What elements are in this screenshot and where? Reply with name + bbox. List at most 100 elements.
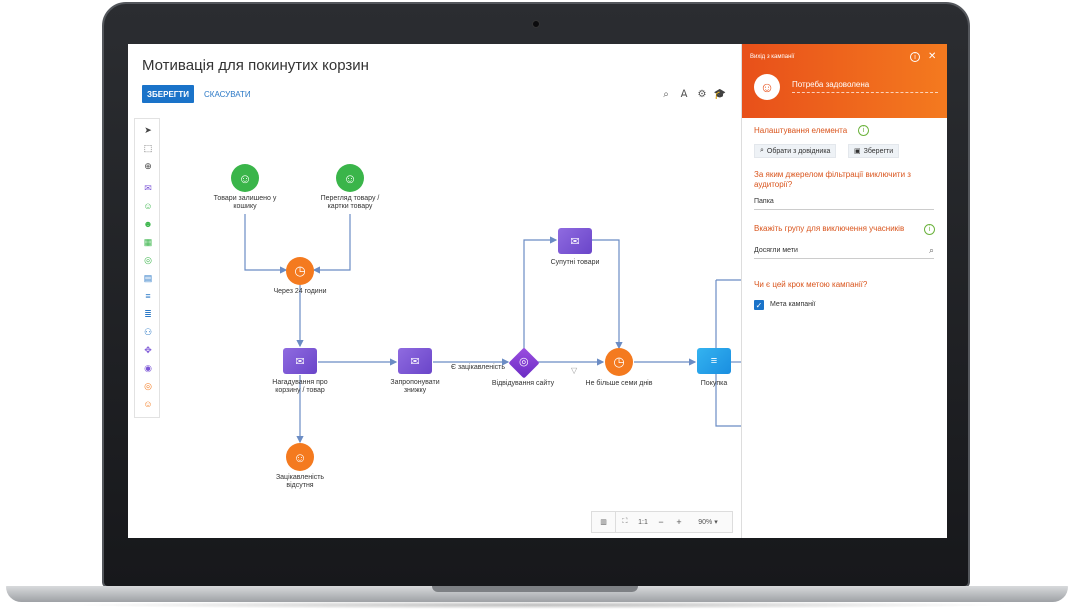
- list-add-icon[interactable]: ≡: [145, 291, 151, 301]
- question-filter-source: За яким джерелом фільтрації виключити з …: [754, 170, 911, 189]
- clock-icon: ◷: [613, 354, 625, 369]
- panel-save-button[interactable]: ▣Зберегти: [848, 144, 900, 158]
- node-reminder[interactable]: ✉: [283, 348, 317, 374]
- filter-icon[interactable]: ▽: [571, 366, 578, 375]
- calendar-icon[interactable]: ▦: [143, 236, 153, 247]
- node-week-label: Не більше семи днів: [585, 380, 653, 387]
- cancel-button[interactable]: СКАСУВАТИ: [204, 90, 251, 99]
- flow-connectors: ▽: [244, 214, 741, 444]
- name-underline: [792, 92, 938, 93]
- text-icon[interactable]: 𝖠: [680, 88, 688, 100]
- node-purchase-label: Покупка: [700, 380, 728, 387]
- edge-cart-timer: [244, 214, 288, 274]
- edge-label: Є зацікавленість: [450, 364, 506, 371]
- camera-icon: [532, 20, 540, 28]
- app-screen: Мотивація для покинутих корзин ЗБЕРЕГТИ …: [128, 44, 947, 538]
- coin-icon[interactable]: ◎: [144, 380, 152, 391]
- target-add-icon[interactable]: ◉: [144, 362, 152, 373]
- user-icon: ☺: [238, 170, 252, 186]
- user-exit-icon: ☺: [754, 74, 780, 100]
- node-visit-label: Відвідування сайту: [491, 380, 555, 387]
- settings-title: Налаштування елемента: [754, 126, 848, 135]
- page-title: Мотивація для покинутих корзин: [142, 57, 369, 74]
- node-discount-label: Запропонувати знижку: [390, 379, 440, 394]
- edge-visit-related: [523, 236, 558, 350]
- target-icon[interactable]: ◎: [144, 254, 152, 265]
- node-week[interactable]: ◷: [605, 348, 633, 376]
- zoom-level-select[interactable]: 90% ▾: [688, 512, 728, 532]
- save-button[interactable]: ЗБЕРЕГТИ: [142, 85, 194, 103]
- element-palette: ➤ ⬚ ⊕ ✉ ☺ ☻ ▦ ◎ ▤ ≡ ≣ ⚇ ✥ ◉ ◎ ☺: [134, 118, 160, 418]
- zoom-out-button[interactable]: −: [658, 517, 664, 527]
- edge-view-timer: [312, 214, 351, 274]
- list-edit-icon[interactable]: ≣: [144, 308, 152, 319]
- node-view-label: Перегляд товару / картки товару: [320, 195, 380, 210]
- node-reminder-label: Нагадування про корзину / товар: [272, 379, 328, 394]
- laptop-notch: [432, 586, 638, 592]
- node-timer24[interactable]: ◷: [286, 257, 314, 285]
- email-icon: ✉: [570, 235, 580, 248]
- pointer-icon[interactable]: ➤: [144, 124, 152, 135]
- date-icon[interactable]: ▤: [143, 272, 153, 283]
- info-icon[interactable]: i: [910, 52, 920, 62]
- node-cart-label: Товари залишено у кошику: [213, 195, 277, 210]
- campaign-goal-checkbox[interactable]: ✓: [754, 300, 764, 310]
- node-cart[interactable]: ☺: [231, 164, 259, 192]
- chevron-down-icon: ▾: [714, 519, 718, 526]
- node-noint-label: Зацікавленість відсутня: [275, 474, 325, 489]
- exclude-group-field[interactable]: Досягли мети ⌕: [754, 243, 934, 259]
- zoom-toolbar: ▥ ⛶ 1:1 − + 90% ▾: [591, 511, 733, 533]
- close-icon[interactable]: ✕: [928, 51, 937, 62]
- info-icon[interactable]: i: [858, 125, 869, 136]
- zoom-level: 90%: [698, 518, 713, 526]
- graduation-icon[interactable]: 🎓: [713, 88, 727, 100]
- panel-header: Вихід з кампанії i ✕ ☺ Потреба задоволен…: [742, 44, 947, 118]
- email-icon: ✉: [410, 355, 420, 368]
- list-add-icon: ≡: [710, 355, 718, 367]
- node-related-label: Супутні товари: [550, 259, 600, 266]
- fit-icon[interactable]: ⛶: [622, 518, 628, 525]
- email-icon: ✉: [295, 355, 305, 368]
- lasso-icon[interactable]: ⬚: [143, 142, 153, 153]
- map-icon[interactable]: ▥: [592, 512, 616, 532]
- info-icon[interactable]: i: [924, 224, 935, 235]
- node-view[interactable]: ☺: [336, 164, 364, 192]
- node-discount[interactable]: ✉: [398, 348, 432, 374]
- filter-source-field[interactable]: Папка: [754, 194, 934, 210]
- node-noint[interactable]: ☺: [286, 443, 314, 471]
- panel-element-type: Вихід з кампанії: [750, 54, 795, 60]
- zoom-ratio[interactable]: 1:1: [638, 518, 648, 526]
- edge-out-bottom: [715, 280, 741, 427]
- choose-catalog-button[interactable]: ⌕Обрати з довідника: [754, 144, 837, 158]
- zoom-in-button[interactable]: +: [676, 517, 682, 527]
- search-icon[interactable]: ⌕: [928, 245, 934, 255]
- group-icon[interactable]: ⚇: [143, 326, 153, 337]
- save-icon: ▣: [854, 148, 861, 155]
- settings-icon[interactable]: ⚙: [697, 88, 707, 100]
- question-exclude-group: Вкажіть групу для виключення учасників: [754, 224, 905, 233]
- user-icon: ☺: [343, 170, 357, 186]
- user-exit-icon[interactable]: ☺: [143, 399, 153, 409]
- node-purchase[interactable]: ≡: [697, 348, 731, 374]
- search-icon[interactable]: ⌕: [663, 88, 669, 100]
- user-exit-icon: ☺: [293, 449, 307, 465]
- panel-save-label: Зберегти: [863, 147, 894, 155]
- exclude-group-value: Досягли мети: [754, 247, 798, 254]
- node-related[interactable]: ✉: [558, 228, 592, 254]
- user-icon[interactable]: ☺: [143, 201, 153, 211]
- split-icon[interactable]: ✥: [144, 344, 152, 355]
- user-plus-icon[interactable]: ☻: [143, 219, 153, 229]
- question-campaign-goal: Чи є цей крок метою кампанії?: [754, 280, 868, 289]
- designer-toolbar: ⌕ 𝖠 ⚙ 🎓: [660, 88, 726, 100]
- laptop-base: [6, 586, 1068, 602]
- element-name[interactable]: Потреба задоволена: [792, 80, 870, 89]
- target-icon: ◎: [519, 356, 529, 368]
- campaign-goal-label: Мета кампанії: [770, 301, 816, 308]
- choose-catalog-label: Обрати з довідника: [766, 147, 831, 155]
- clock-icon: ◷: [294, 263, 306, 278]
- email-icon[interactable]: ✉: [144, 182, 152, 193]
- edge-related-week: [592, 239, 623, 350]
- search-icon: ⌕: [760, 147, 764, 154]
- move-icon[interactable]: ⊕: [144, 160, 152, 171]
